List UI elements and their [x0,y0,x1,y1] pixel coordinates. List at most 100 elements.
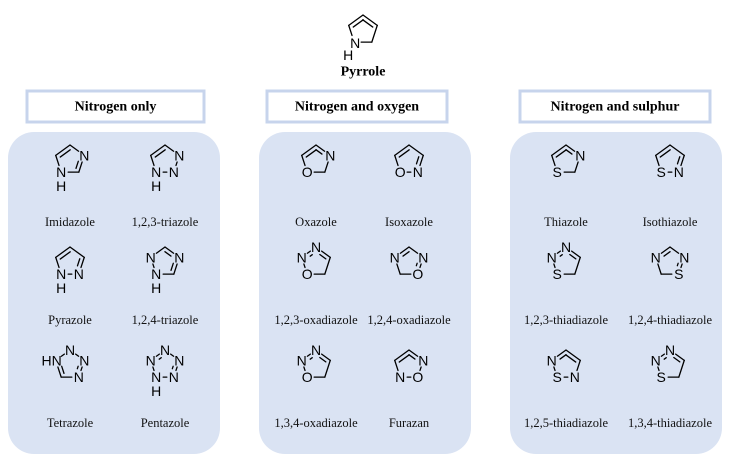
double-bond [76,365,79,370]
bond [675,353,685,362]
molecule-thiadiazole-124: NSN [651,246,689,282]
atom-label: S [553,369,562,385]
bond [655,144,671,157]
pyrrole-name: Pyrrole [341,65,386,80]
molecule-name: Isothiazole [643,215,698,229]
molecule-thiadiazole-134: NNS [651,342,685,385]
bond [680,154,685,167]
bond [371,24,378,43]
molecule-oxadiazole-124: NON [390,246,428,282]
bond [303,263,306,269]
double-bond [171,365,174,370]
atom-label: N [390,249,400,265]
bond [669,246,680,254]
atom-label: N [413,164,423,180]
double-bond [164,251,172,257]
bond [408,349,419,357]
molecule-oxadiazole-134: NNO [297,342,331,385]
bond [556,349,567,357]
bond [419,366,422,372]
bond [396,263,401,275]
atom-label: N [674,164,684,180]
double-bond [315,149,323,155]
bond [324,161,329,173]
atom-label: N [297,249,307,265]
atom-label: O [302,369,313,385]
bond [152,366,155,372]
bond [69,144,80,152]
bond [164,246,175,254]
atom-label: N [56,266,66,282]
bond [556,250,561,254]
atom-label: N [561,239,571,255]
panel-2 [259,132,471,454]
bond [175,366,178,372]
double-bond [663,357,667,360]
double-bond [565,354,577,363]
header-box-3 [518,89,712,124]
panel-1 [8,132,220,454]
bond [306,353,311,357]
double-bond [158,357,162,360]
bond [553,366,556,372]
double-bond [319,356,327,363]
atom-label-h: H [151,383,161,399]
molecule-name: Furazan [389,416,430,430]
atom-label: O [412,266,423,282]
atom-label: N [160,342,170,358]
atom-label: N [74,369,84,385]
bond [301,144,317,157]
molecule-name: Isoxazole [385,215,433,229]
bond [164,144,175,152]
bond [155,353,160,357]
bond [565,349,581,362]
molecule-name: Tetrazole [47,416,94,430]
atom-label: O [412,369,423,385]
atom-label: N [174,352,184,368]
bond [80,366,83,372]
atom-label: N [570,369,580,385]
double-bond [676,156,681,165]
atom-label: N [395,369,405,385]
bond [362,14,378,27]
molecule-structures: NNHImidazoleNNNH1,2,3-triazoleNNHPyrazol… [41,144,712,430]
double-bond [76,258,81,267]
bond [57,366,62,378]
bond [394,144,410,157]
atom-label: N [350,35,360,51]
atom-label: N [146,352,156,368]
bond [571,250,581,259]
molecule-imidazole: NNH [55,144,89,194]
atom-label: N [575,147,585,163]
atom-label-h: H [56,280,66,296]
bond [680,263,683,269]
bond [669,144,685,157]
atom-label: N [174,147,184,163]
molecule-name: 1,2,3-oxadiazole [274,313,358,327]
bond [565,144,576,152]
atom-label: N [325,147,335,163]
bond [315,144,326,152]
double-bond [154,149,166,158]
bond [55,256,60,269]
atom-label: S [657,369,666,385]
bond [419,263,422,269]
atom-label: N [65,342,75,358]
group-header: Nitrogen and oxygen [295,100,419,115]
molecule-name: 1,2,4-oxadiazole [367,313,451,327]
double-bond [305,149,317,158]
bond [574,256,581,275]
molecule-name: Pentazole [141,416,190,430]
bond [152,263,155,269]
bond [80,256,85,269]
double-bond [402,251,410,257]
atom-label: N [311,239,321,255]
bond [150,154,155,167]
double-bond [75,160,79,170]
bond [576,359,581,372]
